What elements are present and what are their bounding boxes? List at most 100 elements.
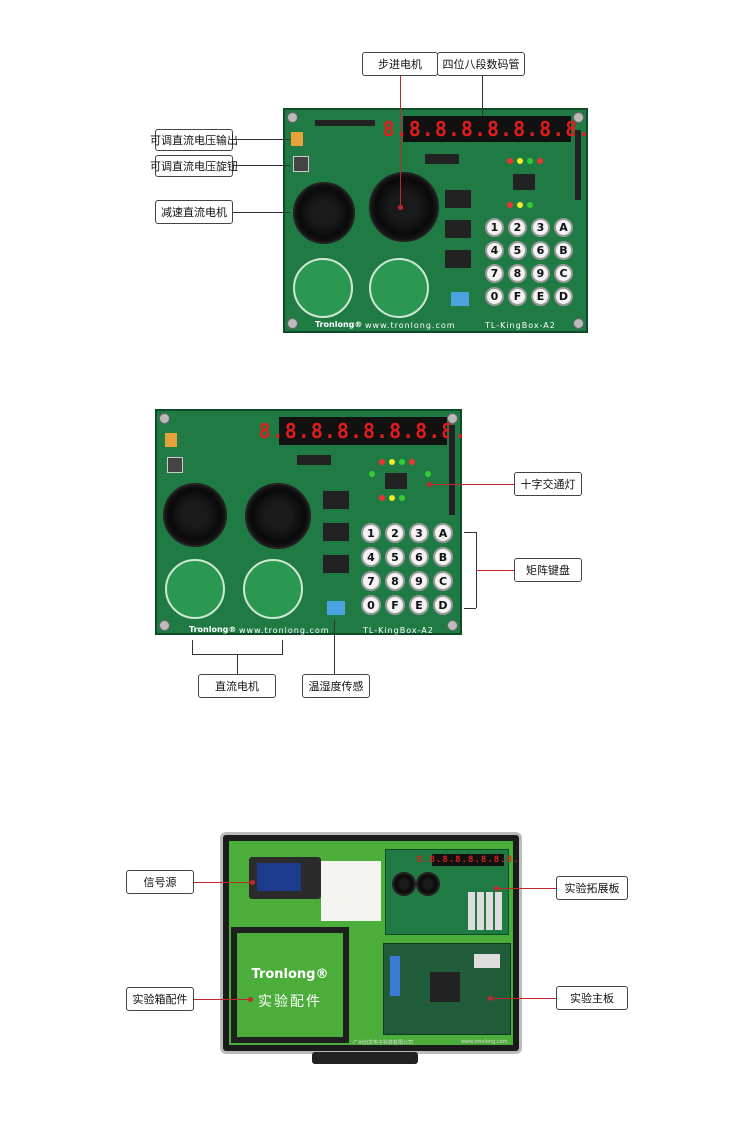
keypad-key[interactable]: 2 <box>508 218 527 237</box>
leader-line <box>194 999 250 1000</box>
callout-temp-humidity: 温湿度传感 <box>302 674 370 698</box>
leader-dot <box>250 880 255 885</box>
accessory-box-frame: Tronlong® 实验配件 <box>231 927 349 1043</box>
keypad-key[interactable]: 8 <box>508 264 527 283</box>
leader-dot <box>248 997 253 1002</box>
keypad-mini <box>468 892 504 930</box>
keypad-key[interactable]: 2 <box>385 523 405 543</box>
voltage-knob[interactable] <box>167 457 183 473</box>
leader-line <box>476 570 514 571</box>
keypad-key[interactable]: 0 <box>361 595 381 615</box>
callout-dc-voltage-output: 可调直流电压输出 <box>150 129 238 151</box>
callout-dc-motor: 直流电机 <box>198 674 276 698</box>
header-strip <box>575 130 581 200</box>
keypad-key[interactable]: 1 <box>361 523 381 543</box>
keypad-key[interactable]: 4 <box>361 547 381 567</box>
callout-traffic-light: 十字交通灯 <box>514 472 582 496</box>
leader-bracket <box>282 640 283 654</box>
keypad-key[interactable]: A <box>433 523 453 543</box>
seven-segment-display: 8.8.8.8.8.8.8.8. <box>416 854 520 866</box>
instruction-sheet <box>321 861 381 921</box>
screw <box>447 413 458 424</box>
keypad-key[interactable]: 5 <box>385 547 405 567</box>
dc-motor-disc <box>243 559 303 619</box>
leader-line <box>334 620 335 674</box>
ic-chip <box>513 174 535 190</box>
expansion-board-in-case: 8.8.8.8.8.8.8.8. <box>385 849 520 935</box>
board-website: www.tronlong.com <box>239 626 330 635</box>
dc-motor-disc <box>293 258 353 318</box>
keypad-key[interactable]: C <box>433 571 453 591</box>
stepper-motor-icon <box>369 172 439 242</box>
leader-line <box>233 139 290 140</box>
gear-dc-motor-icon <box>293 182 355 244</box>
keypad-key[interactable]: F <box>385 595 405 615</box>
callout-signal-source: 信号源 <box>126 870 194 894</box>
keypad-key[interactable]: 5 <box>508 241 527 260</box>
signal-source-device[interactable] <box>249 857 321 899</box>
signal-source-screen <box>257 863 301 891</box>
board-website: www.tronlong.com <box>365 321 456 330</box>
header-strip <box>315 120 375 126</box>
traffic-led-red <box>537 158 543 164</box>
traffic-led-red <box>507 202 513 208</box>
leader-line <box>496 888 556 889</box>
leader-line <box>430 484 514 485</box>
case-brand: Tronlong® <box>251 967 329 982</box>
keypad-key[interactable]: 8 <box>385 571 405 591</box>
leader-dot <box>494 886 499 891</box>
screw <box>287 318 298 329</box>
keypad-key[interactable]: 6 <box>531 241 550 260</box>
keypad-key[interactable]: 3 <box>531 218 550 237</box>
voltage-output-terminal[interactable] <box>291 132 303 146</box>
keypad-key[interactable]: C <box>554 264 573 283</box>
ic-chip <box>385 473 407 489</box>
screw <box>287 112 298 123</box>
keypad-key[interactable]: 9 <box>531 264 550 283</box>
keypad-key[interactable]: 7 <box>485 264 504 283</box>
screw <box>159 620 170 631</box>
traffic-led-green <box>527 202 533 208</box>
keypad-key[interactable]: A <box>554 218 573 237</box>
keypad-key[interactable]: 9 <box>409 571 429 591</box>
traffic-led-green <box>399 495 405 501</box>
keypad-key[interactable]: D <box>554 287 573 306</box>
leader-line <box>194 882 252 883</box>
seven-segment-display: 8.8.8.8.8.8.8.8. <box>382 116 592 142</box>
traffic-led-red <box>409 459 415 465</box>
case-handle <box>312 1052 418 1064</box>
dc-motor-disc <box>369 258 429 318</box>
keypad-key[interactable]: 6 <box>409 547 429 567</box>
ic-chip <box>445 190 471 208</box>
keypad-key[interactable]: D <box>433 595 453 615</box>
keypad-key[interactable]: 0 <box>485 287 504 306</box>
callout-expansion-board: 实验拓展板 <box>556 876 628 900</box>
keypad-key[interactable]: F <box>508 287 527 306</box>
keypad-key[interactable]: 7 <box>361 571 381 591</box>
ic-chip <box>323 555 349 573</box>
header-strip <box>449 425 455 515</box>
keypad-key[interactable]: 1 <box>485 218 504 237</box>
board-model: TL-KingBox-A2 <box>485 321 556 330</box>
screw <box>159 413 170 424</box>
traffic-led-yellow <box>389 495 395 501</box>
screw <box>447 620 458 631</box>
voltage-knob[interactable] <box>293 156 309 172</box>
leader-dot <box>427 482 432 487</box>
keypad-key[interactable]: 4 <box>485 241 504 260</box>
voltage-output-terminal[interactable] <box>165 433 177 447</box>
traffic-led-green <box>527 158 533 164</box>
board-brand: Tronlong® <box>315 320 363 329</box>
ic-chip <box>445 220 471 238</box>
main-board-in-case <box>383 943 511 1035</box>
keypad-key[interactable]: 3 <box>409 523 429 543</box>
leader-line <box>482 76 483 116</box>
screw <box>573 112 584 123</box>
keypad-key[interactable]: E <box>409 595 429 615</box>
leader-dot <box>398 205 403 210</box>
callout-matrix-keypad: 矩阵键盘 <box>514 558 582 582</box>
keypad-key[interactable]: B <box>554 241 573 260</box>
keypad-key[interactable]: B <box>433 547 453 567</box>
keypad-key[interactable]: E <box>531 287 550 306</box>
